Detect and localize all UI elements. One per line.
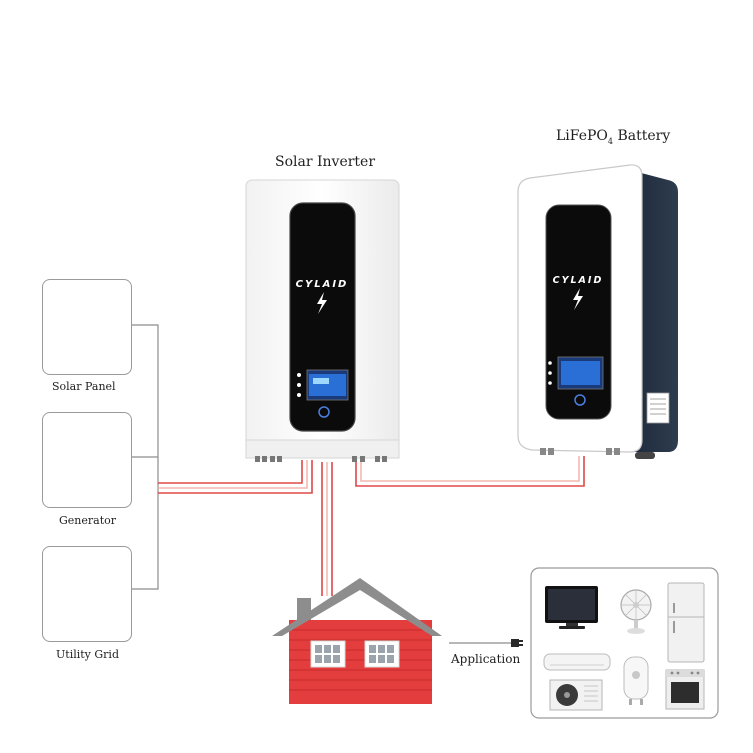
inverter-house-wires <box>321 462 333 596</box>
power-button-icon <box>574 394 586 406</box>
inverter-left-wires <box>158 460 313 494</box>
tv-icon <box>545 586 598 629</box>
utility-grid-card <box>42 546 132 642</box>
utility-grid-label: Utility Grid <box>56 648 119 661</box>
house-window-right <box>364 640 400 668</box>
inverter-brand-logo: CYLAID <box>296 279 349 290</box>
ac-outdoor-unit-icon <box>549 679 603 711</box>
plug-icon <box>511 639 523 647</box>
fan-icon <box>620 589 652 634</box>
lightning-icon <box>317 292 327 314</box>
solar-panel-label: Solar Panel <box>52 380 116 393</box>
wiring <box>131 324 585 647</box>
lightning-icon <box>573 288 583 310</box>
house-icon <box>272 578 442 704</box>
inverter-title: Solar Inverter <box>275 154 376 170</box>
battery-brand-logo: CYLAID <box>553 275 604 286</box>
generator-label: Generator <box>59 514 117 527</box>
battery-title: LiFePO4 Battery <box>556 128 671 146</box>
lifepo4-battery: CYLAID <box>517 164 678 459</box>
house-window-left <box>310 640 346 668</box>
battery-spec-label <box>646 392 670 424</box>
application-label: Application <box>451 652 521 666</box>
solar-inverter: CYLAID <box>245 179 400 462</box>
solar-panel-card <box>42 279 132 375</box>
oven-icon <box>665 669 705 710</box>
power-button-icon <box>318 406 330 418</box>
air-conditioner-icon <box>543 653 611 671</box>
source-bus-lines <box>131 324 159 590</box>
generator-card <box>42 412 132 508</box>
refrigerator-icon <box>667 582 705 663</box>
inverter-battery-wires <box>355 456 585 487</box>
water-heater-icon <box>623 656 649 705</box>
